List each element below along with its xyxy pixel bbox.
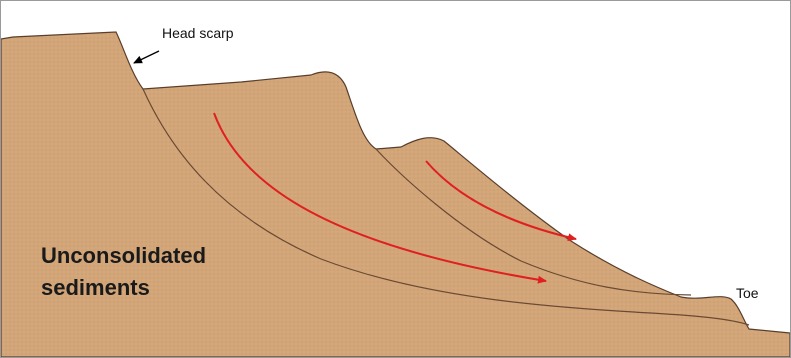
main-slip-surface [142, 88, 750, 326]
lower-motion-arrow-icon [213, 112, 547, 284]
upper-motion-arrow-icon [425, 160, 577, 242]
toe-label: Toe [736, 285, 759, 301]
sediments-label-line2: sediments [41, 275, 150, 300]
head-scarp-pointer-icon [133, 50, 160, 64]
ground-body [1, 31, 790, 357]
upper-slip-surface [375, 148, 692, 296]
sediments-label-line1: Unconsolidated [41, 243, 206, 268]
head-scarp-label: Head scarp [162, 25, 234, 41]
